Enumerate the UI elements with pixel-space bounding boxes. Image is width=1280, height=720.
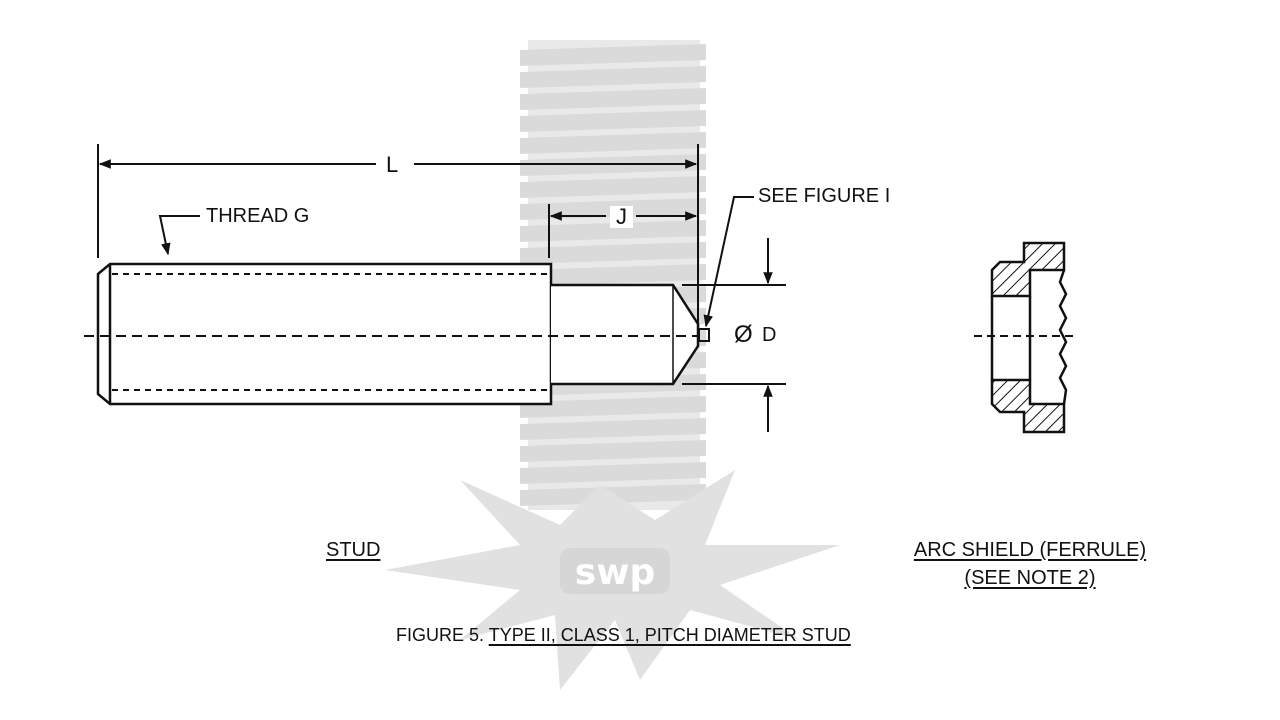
- watermark-text: swp: [575, 552, 655, 593]
- watermark-badge: [560, 548, 670, 594]
- label-thread: THREAD G: [206, 205, 310, 227]
- watermark-thread-ridge: [520, 220, 706, 242]
- watermark-thread-ridge: [520, 132, 706, 154]
- label-length: L: [380, 154, 405, 176]
- watermark-thread-ridge: [520, 396, 706, 418]
- dimension-d: [682, 238, 786, 432]
- watermark-thread-ridge: [520, 44, 706, 66]
- watermark-thread-ridge: [520, 440, 706, 462]
- stud-shoulder: [551, 283, 700, 386]
- label-shoulder: J: [610, 206, 633, 228]
- stud-drawing: [96, 262, 710, 406]
- stud-threaded-body: [96, 262, 553, 406]
- watermark-thread-ridge: [520, 418, 706, 440]
- diameter-symbol: Ø: [734, 321, 753, 348]
- label-see-note: (SEE NOTE 2): [964, 567, 1096, 589]
- label-arc-shield: ARC SHIELD (FERRULE): [913, 539, 1147, 561]
- label-stud: STUD: [326, 539, 381, 561]
- watermark-thread-ridge: [520, 88, 706, 110]
- ferrule-upper-section: [990, 241, 1066, 298]
- arc-shield-drawing: [990, 241, 1068, 434]
- watermark-thread-ridge: [520, 176, 706, 198]
- thread-hidden-lines: [112, 273, 549, 391]
- caption-prefix: FIGURE 5.: [396, 625, 489, 645]
- label-diameter: D: [762, 324, 777, 346]
- ferrule-outline: [990, 269, 1068, 405]
- watermark-thread-ridge: [520, 264, 706, 286]
- figure-caption: FIGURE 5. TYPE II, CLASS 1, PITCH DIAMET…: [396, 626, 851, 644]
- watermark-thread-ridge: [520, 462, 706, 484]
- watermark-thread-ridge: [520, 242, 706, 264]
- ferrule-lower-section: [990, 378, 1066, 434]
- extension-lines: [97, 144, 699, 330]
- watermark-thread-ridge: [520, 66, 706, 88]
- label-see-figure: SEE FIGURE I: [758, 185, 891, 207]
- see-figure-leader: [703, 196, 754, 328]
- thread-leader: [158, 215, 200, 256]
- watermark-thread-ridge: [520, 110, 706, 132]
- caption-title: TYPE II, CLASS 1, PITCH DIAMETER STUD: [488, 625, 851, 645]
